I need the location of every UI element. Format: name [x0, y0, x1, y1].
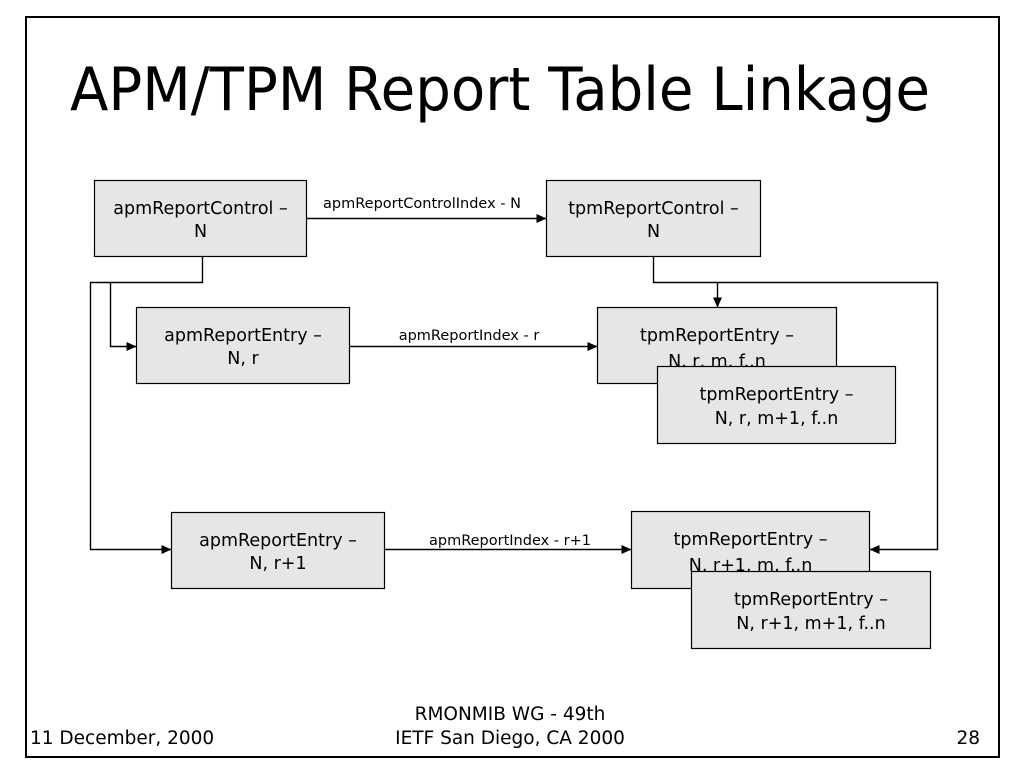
node-apm-report-entry-r: apmReportEntry – N, r [135, 306, 351, 385]
node-label-line2: N [194, 222, 207, 242]
node-label-line2: N [647, 222, 660, 242]
node-tpm-report-entry-r1-m1: tpmReportEntry – N, r+1, m+1, f..n [690, 570, 932, 650]
node-tpm-report-control: tpmReportControl – N [545, 179, 762, 258]
slide-footer: 11 December, 2000 RMONMIB WG - 49th IETF… [30, 704, 980, 749]
node-box [690, 570, 932, 650]
node-label-line1: apmReportEntry – [164, 326, 322, 346]
node-box [93, 179, 308, 258]
node-label-line1: tpmReportEntry – [700, 385, 854, 405]
node-tpm-report-entry-r-m1: tpmReportEntry – N, r, m+1, f..n [656, 365, 897, 445]
node-label-line1: tpmReportControl – [568, 199, 739, 219]
edge-label-entry-r-link: apmReportIndex - r [399, 328, 540, 344]
slide-title: APM/TPM Report Table Linkage [70, 55, 930, 125]
footer-event-line1: RMONMIB WG - 49th [415, 704, 606, 725]
node-label-line2: N, r+1, m+1, f..n [736, 614, 885, 634]
node-label-line1: tpmReportEntry – [640, 326, 794, 346]
connector-apm-control-trunk [89, 256, 204, 554]
node-box [135, 306, 351, 385]
edge-label-control-link: apmReportControlIndex - N [323, 196, 521, 212]
node-label-line1: tpmReportEntry – [734, 590, 888, 610]
edge-labels: apmReportControlIndex - N apmReportIndex… [323, 196, 591, 549]
edge-label-entry-r1-link: apmReportIndex - r+1 [429, 533, 591, 549]
node-label-line1: apmReportControl – [113, 199, 287, 219]
node-apm-report-entry-r1: apmReportEntry – N, r+1 [170, 511, 386, 590]
node-label-line2: N, r+1 [249, 554, 306, 574]
node-label-line2: N, r, m+1, f..n [715, 409, 839, 429]
connector-tpm-control-trunk [652, 256, 939, 554]
connector-apm-control-branch [109, 282, 137, 351]
node-apm-report-control: apmReportControl – N [93, 179, 308, 258]
node-box [545, 179, 762, 258]
node-box [170, 511, 386, 590]
node-label-line2: N, r [227, 349, 259, 369]
slide-frame [25, 16, 1000, 758]
node-label-line1: tpmReportEntry – [674, 530, 828, 550]
node-label-line1: apmReportEntry – [199, 531, 357, 551]
footer-date: 11 December, 2000 [30, 728, 214, 749]
node-box [656, 365, 897, 445]
footer-event-line2: IETF San Diego, CA 2000 [395, 728, 625, 749]
connectors [89, 214, 939, 554]
page-number: 28 [956, 728, 980, 749]
